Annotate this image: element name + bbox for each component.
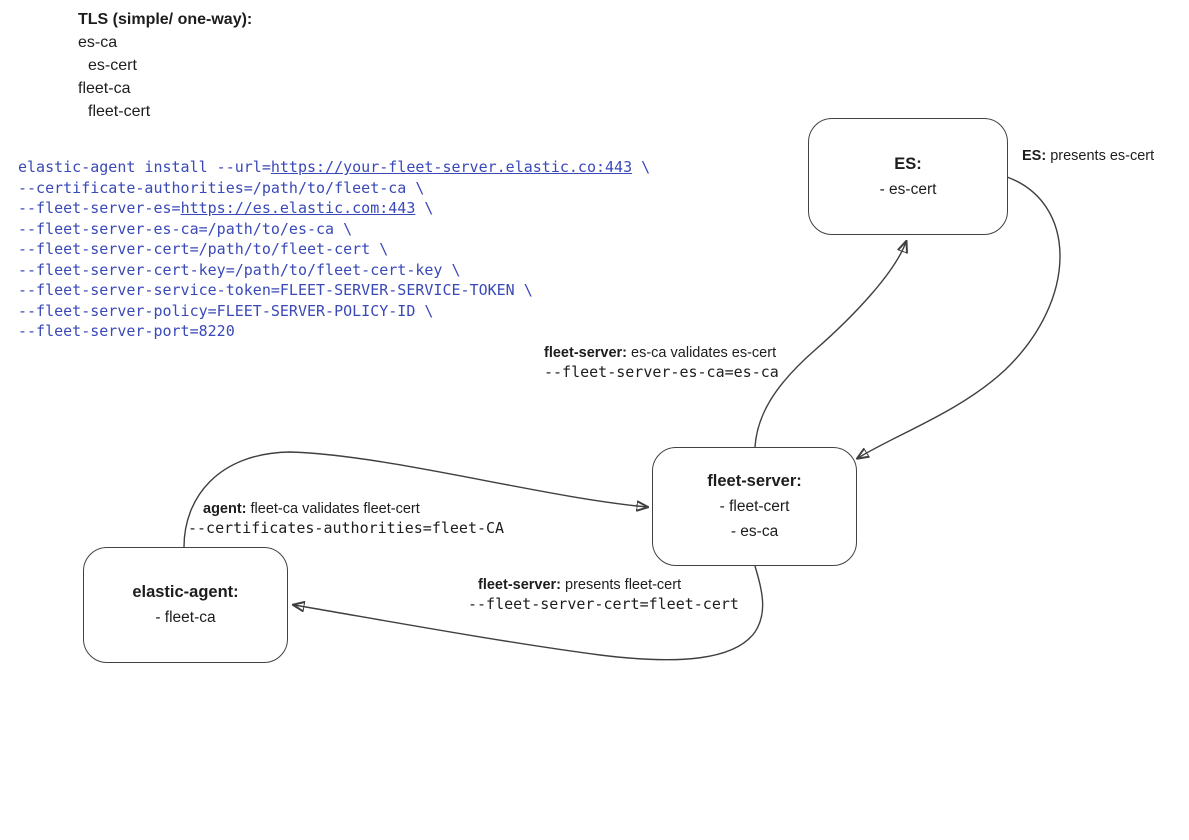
edge-label-es-presents: ES: presents es-cert [1022, 147, 1154, 166]
edge-label-line: fleet-server: es-ca validates es-cert [544, 344, 779, 363]
command-line: --fleet-server-policy=FLEET-SERVER-POLIC… [18, 301, 434, 320]
legend-item-es-cert: es-cert [88, 57, 137, 74]
command-line: --fleet-server-port=8220 [18, 322, 235, 340]
edge-label-code: --certificates-authorities=fleet-CA [188, 519, 505, 537]
node-elastic-agent-title: elastic-agent: [132, 583, 239, 601]
legend-item-fleet-cert: fleet-cert [88, 103, 151, 120]
edge-label-text: presents fleet-cert [561, 577, 682, 593]
edge-label-bold: fleet-server: [478, 577, 562, 593]
edge-label-fleetserver-validates: fleet-server: es-ca validates es-cert --… [544, 344, 779, 382]
legend-title: TLS (simple/ one-way): [78, 11, 253, 28]
command-url-link[interactable]: https://your-fleet-server.elastic.co:443 [270, 158, 633, 176]
edge-label-bold: fleet-server: [544, 345, 628, 361]
node-elastic-agent: elastic-agent: - fleet-ca [83, 547, 288, 663]
edge-label-text: es-ca validates es-cert [627, 345, 777, 361]
command-line: --fleet-server-es-ca=/path/to/es-ca \ [18, 219, 353, 238]
edge-label-bold: ES: [1022, 148, 1047, 164]
node-es: ES: - es-cert [808, 118, 1008, 235]
command-line: --fleet-server-es=https://es.elastic.com… [18, 199, 434, 217]
command-line: elastic-agent install --url=https://your… [18, 158, 651, 176]
edge-label-text: presents es-cert [1046, 148, 1155, 164]
tls-legend: TLS (simple/ one-way): es-ca es-cert fle… [78, 8, 252, 123]
edge-label-fleetserver-presents: fleet-server: presents fleet-cert --flee… [468, 576, 739, 614]
edge-label-text: fleet-ca validates fleet-cert [246, 501, 420, 517]
edge-label-code: --fleet-server-cert=fleet-cert [468, 595, 739, 613]
edge-label-code: --fleet-server-es-ca=es-ca [544, 363, 779, 381]
edge-label-bold: agent: [203, 501, 247, 517]
arrow-agent-to-fleetserver [183, 451, 647, 548]
node-es-item: - es-cert [879, 180, 937, 198]
command-line: --fleet-server-cert=/path/to/fleet-cert … [18, 240, 389, 258]
node-es-title: ES: [894, 154, 922, 173]
install-command: elastic-agent install --url=https://your… [18, 157, 650, 342]
command-line: --fleet-server-service-token=FLEET-SERVE… [18, 281, 533, 299]
edge-label-line: ES: presents es-cert [1022, 147, 1154, 166]
legend-item-es-ca: es-ca [78, 34, 118, 51]
arrow-fleetserver-to-es [754, 242, 906, 448]
node-fleet-server-title: fleet-server: [707, 472, 802, 490]
node-fleet-server: fleet-server: - fleet-cert - es-ca [652, 447, 857, 566]
command-url-link[interactable]: https://es.elastic.com:443 [180, 199, 416, 217]
edge-label-line: fleet-server: presents fleet-cert [468, 576, 739, 595]
node-fleet-server-item: - es-ca [730, 523, 779, 540]
node-fleet-server-item: - fleet-cert [719, 498, 790, 515]
arrow-fleetserver-to-agent [294, 565, 764, 661]
legend-item-fleet-ca: fleet-ca [78, 80, 131, 97]
edge-label-agent-validates: agent: fleet-ca validates fleet-cert --c… [188, 500, 504, 538]
command-line: --fleet-server-cert-key=/path/to/fleet-c… [18, 260, 461, 279]
edge-label-line: agent: fleet-ca validates fleet-cert [188, 500, 504, 519]
arrow-es-to-fleetserver [858, 176, 1061, 458]
command-line: --certificate-authorities=/path/to/fleet… [18, 178, 425, 197]
node-elastic-agent-item: - fleet-ca [155, 609, 216, 626]
